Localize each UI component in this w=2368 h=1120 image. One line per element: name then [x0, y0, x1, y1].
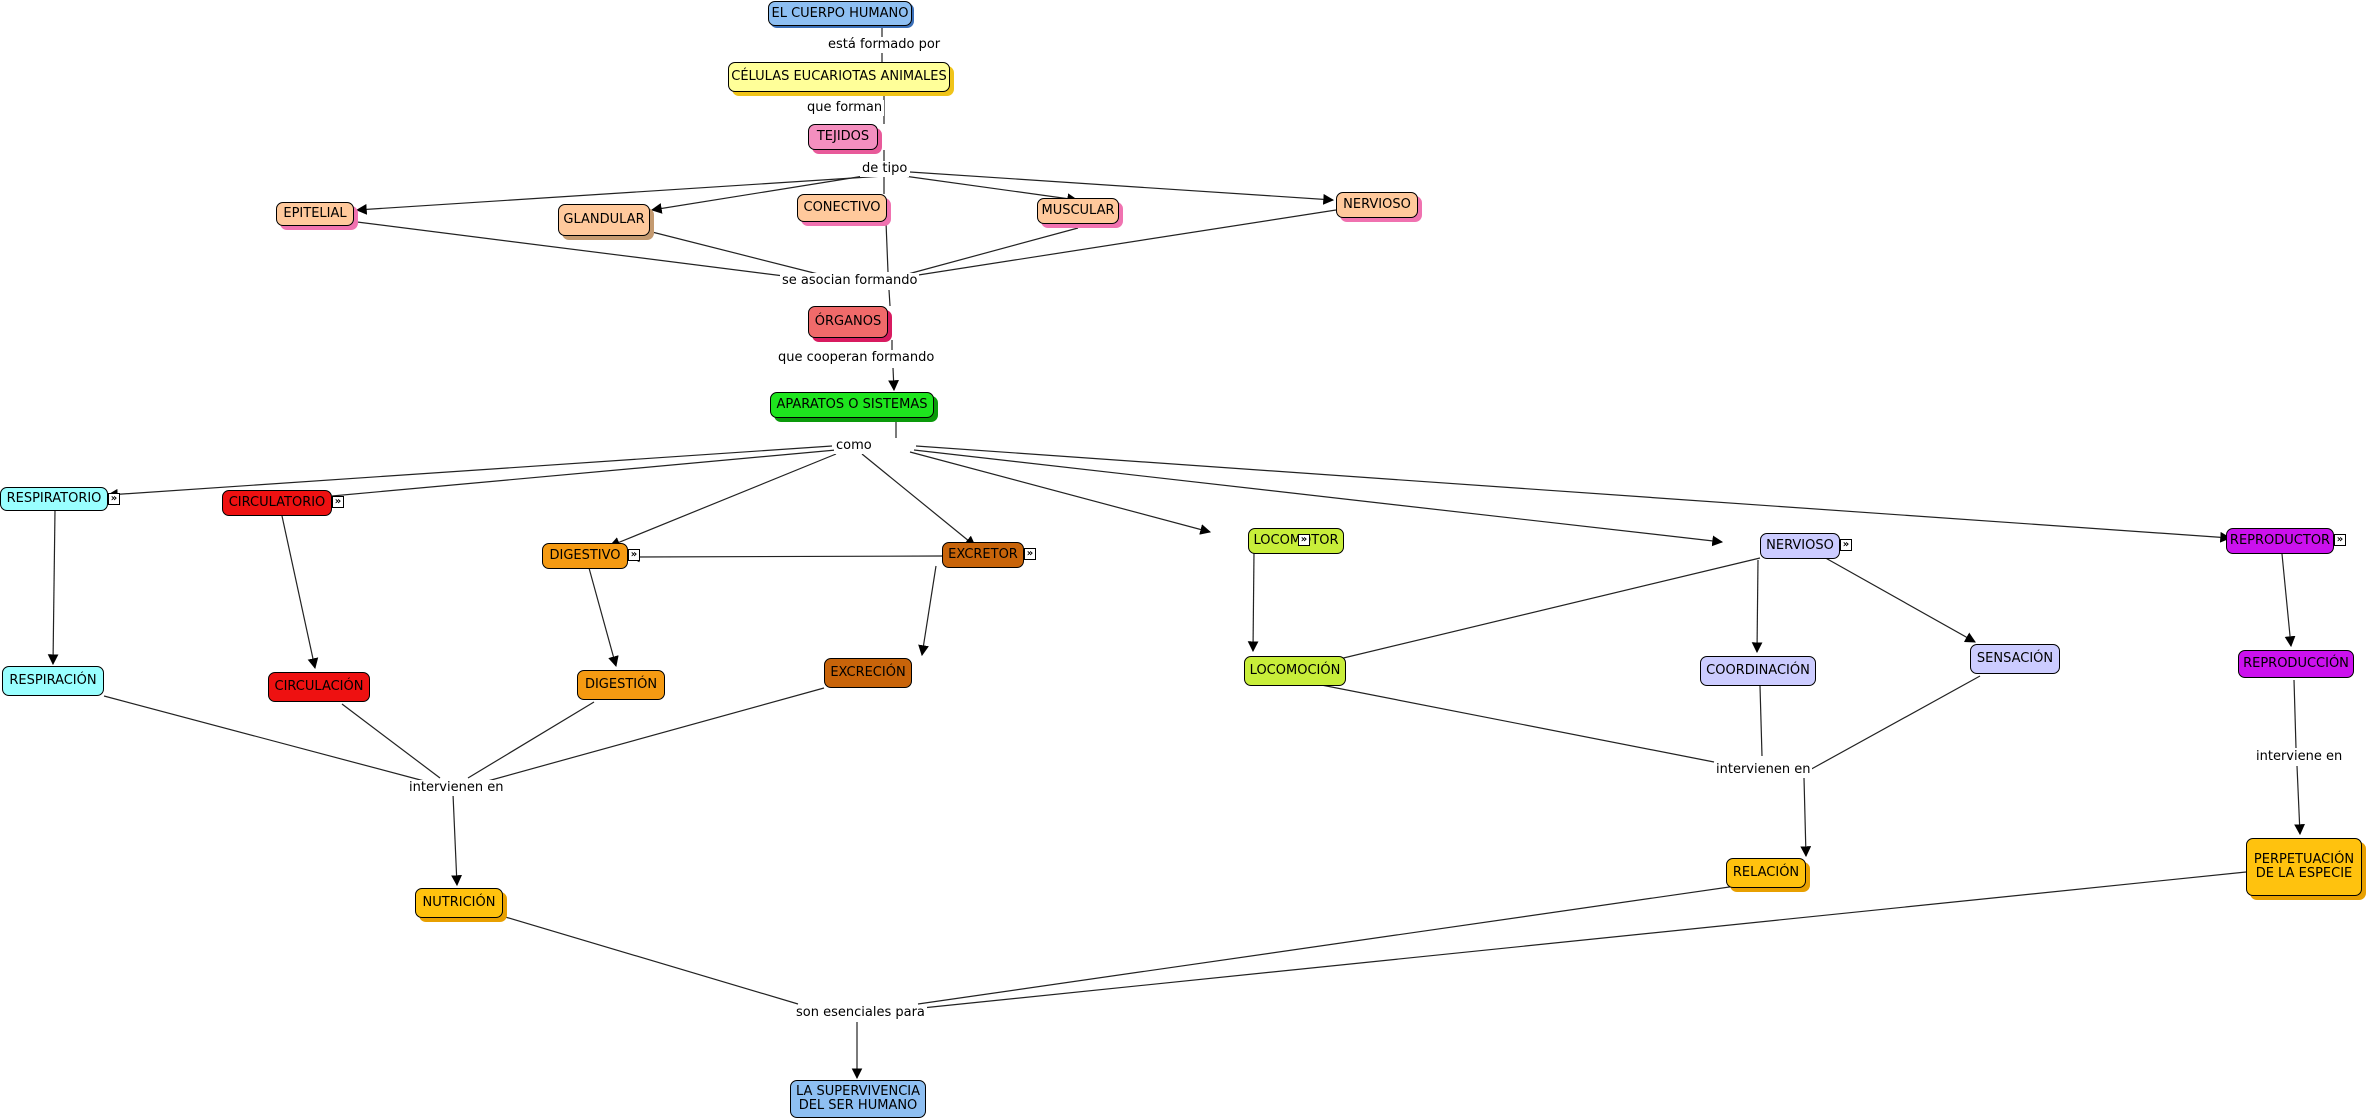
node-glandular[interactable]: GLANDULAR [558, 204, 650, 236]
expand-digestivo-icon[interactable]: » [628, 549, 640, 561]
node-nervioso-sistema[interactable]: NERVIOSO [1760, 533, 1840, 559]
node-organos[interactable]: ÓRGANOS [808, 306, 888, 338]
node-respiratorio[interactable]: RESPIRATORIO [0, 487, 108, 511]
node-coordinacion[interactable]: COORDINACIÓN [1700, 656, 1816, 686]
node-locomocion[interactable]: LOCOMOCIÓN [1244, 656, 1346, 686]
node-sensacion[interactable]: SENSACIÓN [1970, 644, 2060, 674]
node-aparatos-o-sistemas[interactable]: APARATOS O SISTEMAS [770, 392, 934, 418]
node-tejidos[interactable]: TEJIDOS [808, 124, 878, 150]
node-respiracion[interactable]: RESPIRACIÓN [2, 666, 104, 696]
node-conectivo[interactable]: CONECTIVO [797, 194, 887, 222]
link-como: como [834, 438, 874, 454]
node-reproduccion[interactable]: REPRODUCCIÓN [2238, 650, 2354, 678]
link-interviene-en: interviene en [2254, 749, 2345, 765]
expand-nervioso-icon[interactable]: » [1840, 539, 1852, 551]
expand-reproductor-icon[interactable]: » [2334, 534, 2346, 546]
node-nervioso-tejido[interactable]: NERVIOSO [1336, 192, 1418, 218]
link-se-asocian-formando: se asocian formando [780, 273, 920, 289]
link-esta-formado-por: está formado por [826, 37, 943, 53]
node-excrecion[interactable]: EXCRECIÓN [824, 658, 912, 688]
node-digestivo[interactable]: DIGESTIVO [542, 543, 628, 569]
expand-circulatorio-icon[interactable]: » [332, 496, 344, 508]
node-celulas-eucariotas-animales[interactable]: CÉLULAS EUCARIOTAS ANIMALES [728, 62, 950, 92]
expand-respiratorio-icon[interactable]: » [108, 493, 120, 505]
node-digestion[interactable]: DIGESTIÓN [577, 670, 665, 700]
node-muscular[interactable]: MUSCULAR [1037, 198, 1119, 224]
node-relacion[interactable]: RELACIÓN [1726, 858, 1806, 888]
link-intervienen-en-right: intervienen en [1714, 762, 1813, 778]
link-de-tipo: de tipo [860, 161, 910, 177]
node-circulacion[interactable]: CIRCULACIÓN [268, 672, 370, 702]
node-circulatorio[interactable]: CIRCULATORIO [222, 490, 332, 516]
node-la-supervivencia-del-ser-humano[interactable]: LA SUPERVIVENCIA DEL SER HUMANO [790, 1080, 926, 1118]
node-excretor[interactable]: EXCRETOR [942, 542, 1024, 568]
link-son-esenciales-para: son esenciales para [794, 1005, 927, 1021]
link-que-cooperan-formando: que cooperan formando [776, 350, 937, 366]
expand-excretor-icon[interactable]: » [1024, 548, 1036, 560]
link-que-forman: que forman [805, 100, 885, 116]
node-el-cuerpo-humano[interactable]: EL CUERPO HUMANO [768, 1, 912, 26]
link-intervienen-en-left: intervienen en [407, 780, 506, 796]
node-nutricion[interactable]: NUTRICIÓN [415, 888, 503, 918]
node-reproductor[interactable]: REPRODUCTOR [2226, 528, 2334, 554]
node-epitelial[interactable]: EPITELIAL [276, 202, 354, 226]
node-perpetuacion-de-la-especie[interactable]: PERPETUACIÓN DE LA ESPECIE [2246, 838, 2362, 896]
node-locomotor[interactable]: LOCOMOTOR [1248, 528, 1344, 554]
expand-locomotor-icon[interactable]: » [1298, 534, 1310, 546]
